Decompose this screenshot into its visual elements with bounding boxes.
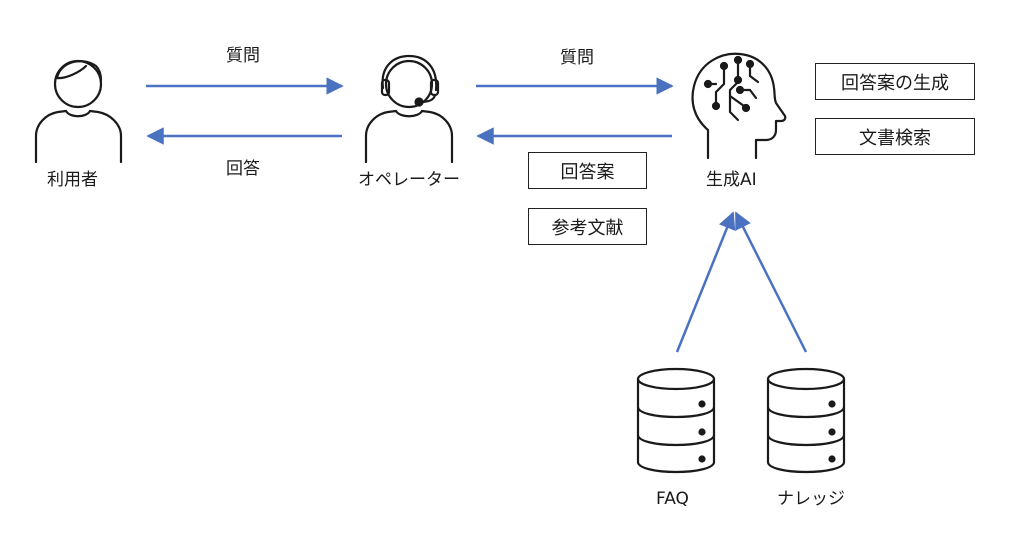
faq-database-icon xyxy=(636,367,716,474)
generate-answer-box: 回答案の生成 xyxy=(815,63,975,100)
answer-draft-box: 回答案 xyxy=(528,152,647,189)
user-icon xyxy=(34,59,123,164)
question-label-2: 質問 xyxy=(560,48,594,68)
question-label-1: 質問 xyxy=(226,46,260,66)
faq-label: FAQ xyxy=(656,489,689,509)
operator-label: オペレーター xyxy=(358,170,460,190)
operator-icon xyxy=(364,54,454,164)
arrow-faq-to-ai xyxy=(675,211,736,353)
user-label: 利用者 xyxy=(47,170,98,190)
knowledge-database-icon xyxy=(766,367,846,474)
knowledge-label: ナレッジ xyxy=(777,489,845,509)
references-box: 参考文献 xyxy=(528,208,647,245)
document-search-box: 文書検索 xyxy=(815,118,975,155)
ai-head-icon xyxy=(691,52,787,160)
answer-label: 回答 xyxy=(226,159,260,179)
ai-label: 生成AI xyxy=(706,170,757,190)
arrow-knowledge-to-ai xyxy=(734,211,808,353)
